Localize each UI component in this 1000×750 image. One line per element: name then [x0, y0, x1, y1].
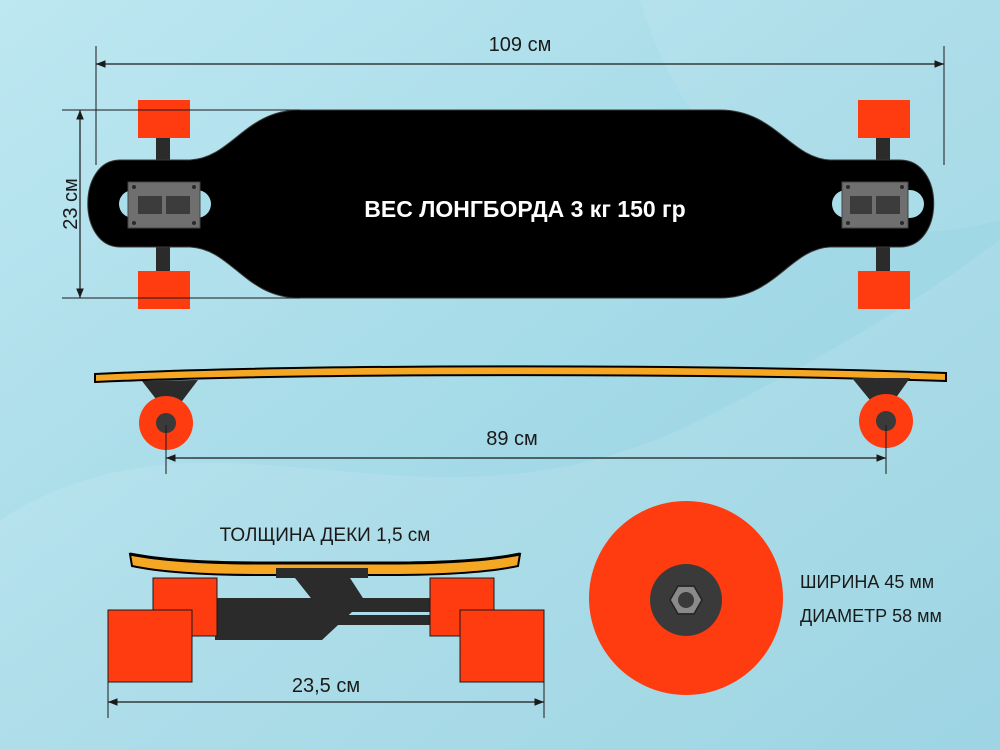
front-view: ТОЛЩИНА ДЕКИ 1,5 см 23,5 см [107, 525, 545, 718]
axle-hole [678, 592, 694, 608]
weight-label: ВЕС ЛОНГБОРДА 3 кг 150 гр [364, 196, 685, 222]
wheel-front [107, 609, 193, 683]
top-view: ВЕС ЛОНГБОРДА 3 кг 150 гр 109 см 23 см [60, 34, 945, 309]
wheelbase-label: 89 см [486, 428, 538, 450]
axle-width-label: 23,5 см [292, 675, 360, 697]
wheel-hub [876, 411, 896, 431]
deck-front-top [129, 552, 521, 565]
deck-thickness-label: ТОЛЩИНА ДЕКИ 1,5 см [220, 525, 431, 546]
deck-side [94, 365, 947, 384]
baseplate-slot [876, 196, 900, 214]
baseplate-slot [850, 196, 872, 214]
length-label: 109 см [489, 34, 552, 56]
deck-top [87, 109, 935, 299]
wheel [858, 271, 910, 309]
wheel-diameter-label: ДИАМЕТР 58 мм [800, 606, 942, 626]
wheel-width-label: ШИРИНА 45 мм [800, 572, 934, 592]
wheel [138, 271, 190, 309]
riser [276, 568, 368, 578]
baseplate-slot [138, 196, 162, 214]
wheel [138, 100, 190, 138]
baseplate-slot [166, 196, 190, 214]
wheel-hub [156, 413, 176, 433]
width-label: 23 см [60, 178, 82, 230]
truck-axle [190, 615, 465, 625]
wheel-front [459, 609, 545, 683]
wheel [858, 100, 910, 138]
side-view: 89 см [94, 365, 947, 474]
baseplate-bolts [132, 185, 904, 225]
truck-hanger [295, 578, 372, 612]
wheel-view: ШИРИНА 45 мм ДИАМЕТР 58 мм [589, 501, 942, 695]
